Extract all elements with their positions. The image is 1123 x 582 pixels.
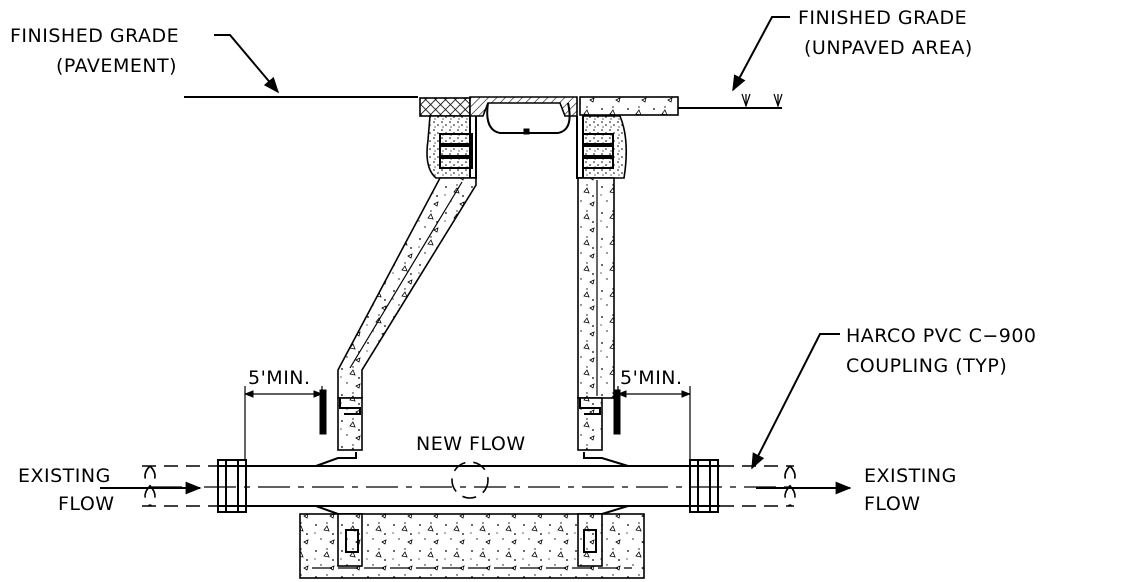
pavement-section — [419, 97, 471, 117]
eccentric-cone-wall — [337, 177, 477, 399]
label-unpaved-area: (UNPAVED AREA) — [804, 37, 973, 59]
leader-unpaved — [732, 16, 790, 92]
label-new-flow: NEW FLOW — [416, 433, 526, 455]
existing-pipe-left — [142, 465, 218, 507]
joint-right — [579, 389, 621, 435]
pipe-boot-right-bottom — [584, 505, 629, 515]
label-existing-right-1: EXISTING — [864, 465, 957, 487]
joint-left — [319, 389, 361, 435]
label-existing-left-2: FLOW — [58, 493, 115, 515]
cone-inner-line — [349, 181, 463, 369]
dimension-5min-left — [244, 386, 323, 460]
base-key-right — [583, 529, 597, 553]
coupling-left — [217, 459, 247, 513]
cover-lift-pin — [523, 128, 530, 135]
grass-symbol — [741, 93, 783, 108]
coupling-right — [689, 459, 719, 513]
adjusting-rings-left — [439, 133, 473, 169]
base-key-left — [345, 529, 359, 553]
leader-pavement — [214, 34, 280, 94]
existing-pipe-right — [720, 465, 796, 507]
pipe-boot-left-bottom — [315, 505, 356, 515]
pipe-boot-right-top — [583, 452, 629, 467]
label-pavement: (PAVEMENT) — [56, 55, 177, 77]
frame-flange-right — [576, 116, 584, 179]
riser-wall-right — [577, 177, 615, 399]
new-flow-inlet — [451, 461, 489, 499]
leader-coupling — [751, 333, 840, 470]
label-5min-right: 5'MIN. — [620, 367, 683, 389]
base-wall-left — [337, 397, 363, 451]
label-coupling-1: HARCO PVC C−900 — [846, 325, 1037, 347]
pipe-boot-left-top — [315, 452, 357, 467]
label-5min-left: 5'MIN. — [248, 367, 311, 389]
label-coupling-2: COUPLING (TYP) — [846, 355, 1007, 377]
concrete-collar — [579, 96, 679, 116]
label-existing-right-2: FLOW — [864, 493, 921, 515]
base-wall-right-lower — [577, 513, 603, 567]
base-wall-right — [577, 397, 603, 451]
label-finished-grade-pavement: FINISHED GRADE — [10, 25, 179, 47]
label-existing-left-1: EXISTING — [18, 465, 111, 487]
dimension-5min-right — [617, 386, 691, 460]
label-finished-grade-unpaved: FINISHED GRADE — [798, 7, 967, 29]
manhole-frame-cover — [469, 96, 578, 117]
